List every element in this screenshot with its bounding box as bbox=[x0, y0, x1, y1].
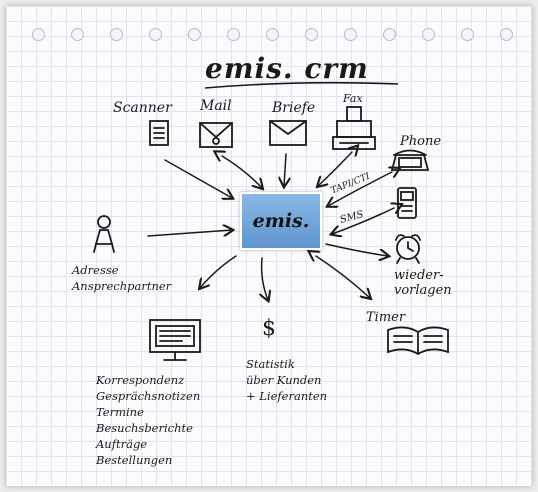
title-underline bbox=[204, 81, 399, 89]
phone-label: Phone bbox=[400, 134, 442, 149]
binder-ring bbox=[188, 28, 201, 41]
statistik-label: Statistik über Kunden + Lieferanten bbox=[246, 356, 327, 404]
binder-ring bbox=[461, 28, 474, 41]
monitor-icon bbox=[149, 319, 201, 361]
ansprechpartner-line: Ansprechpartner bbox=[72, 279, 172, 293]
binder-ring bbox=[383, 28, 396, 41]
briefe-label: Briefe bbox=[272, 100, 316, 116]
binder-ring bbox=[305, 28, 318, 41]
phone-icon bbox=[390, 149, 430, 171]
diagram-title: emis. crm bbox=[205, 52, 369, 85]
timer-label: Timer bbox=[366, 310, 406, 325]
list-item: Aufträge bbox=[96, 437, 148, 451]
adresse-label: Adresse Ansprechpartner bbox=[72, 262, 171, 294]
person-icon bbox=[93, 215, 115, 253]
statistik-line-1: Statistik bbox=[246, 357, 295, 371]
book-icon bbox=[387, 326, 449, 356]
arrow-briefe-to-center bbox=[284, 153, 286, 186]
binder-ring bbox=[110, 28, 123, 41]
dollar-icon: $ bbox=[262, 316, 276, 341]
statistik-line-2: über Kunden bbox=[246, 373, 322, 387]
arrow-center-to-wiedervorlagen bbox=[325, 243, 388, 256]
mail-label: Mail bbox=[200, 98, 232, 114]
list-item: Besuchsberichte bbox=[96, 421, 193, 435]
binder-ring bbox=[500, 28, 513, 41]
arrow-center-to-statistik bbox=[262, 257, 268, 300]
arrow-center-to-timer bbox=[316, 256, 370, 298]
statistik-line-3: + Lieferanten bbox=[246, 389, 328, 403]
mobile-phone-icon bbox=[397, 187, 417, 219]
binder-ring bbox=[266, 28, 279, 41]
list-item: Termine bbox=[96, 405, 144, 419]
fax-icon bbox=[332, 106, 376, 150]
arrow-scanner-to-center bbox=[164, 159, 232, 198]
adresse-line: Adresse bbox=[72, 263, 119, 277]
list-item: Bestellungen bbox=[96, 453, 173, 467]
binder-ring bbox=[32, 28, 45, 41]
arrow-center-to-monitor bbox=[200, 255, 237, 288]
binder-ring bbox=[71, 28, 84, 41]
center-node: emis. bbox=[240, 192, 322, 250]
list-item: Gesprächsnotizen bbox=[96, 389, 201, 403]
arrow-mail-to-center bbox=[222, 156, 262, 188]
binder-ring bbox=[149, 28, 162, 41]
scanner-label: Scanner bbox=[113, 100, 172, 116]
bottom-left-list: Korrespondenz Gesprächsnotizen Termine B… bbox=[96, 372, 200, 468]
list-item: Korrespondenz bbox=[96, 373, 185, 387]
fax-label: Fax bbox=[343, 92, 363, 105]
binder-ring bbox=[422, 28, 435, 41]
binder-ring bbox=[344, 28, 357, 41]
document-icon bbox=[149, 120, 169, 146]
letter-icon bbox=[269, 120, 307, 146]
binder-ring bbox=[227, 28, 240, 41]
arrow-person-to-center bbox=[147, 230, 232, 237]
alarm-clock-icon bbox=[395, 234, 421, 264]
wiedervorlagen-line-2: vorlagen bbox=[394, 283, 452, 298]
arrow-sms-center bbox=[332, 208, 394, 234]
wiedervorlagen-line-1: wieder- bbox=[394, 268, 444, 283]
center-label: emis. bbox=[252, 210, 310, 232]
mail-icon bbox=[199, 122, 233, 148]
wiedervorlagen-label: wieder- vorlagen bbox=[394, 268, 452, 298]
